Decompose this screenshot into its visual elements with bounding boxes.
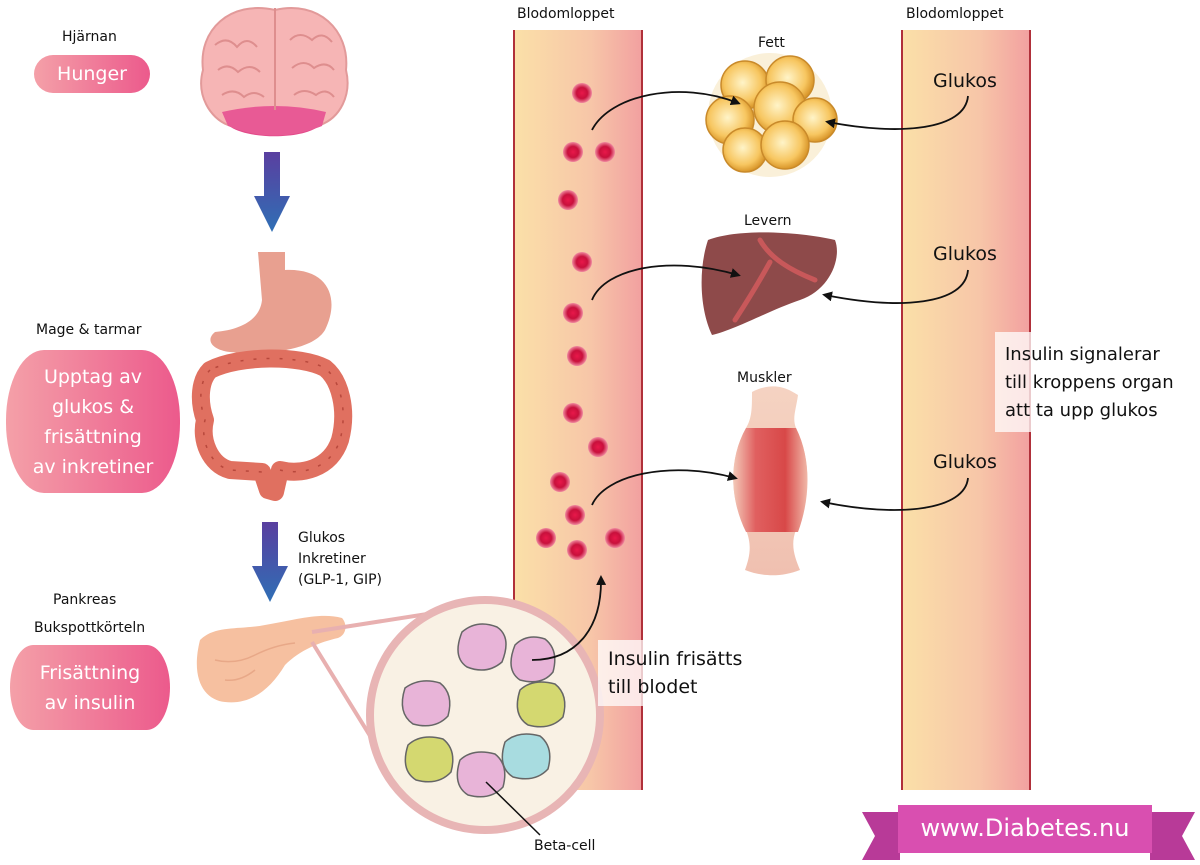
beta-cell-label: Beta-cell	[534, 838, 596, 854]
down-arrow-2	[252, 522, 288, 602]
arrow-glucose-to-fat	[825, 95, 969, 130]
glucose-dot	[565, 505, 585, 525]
islet-of-langerhans	[366, 596, 604, 834]
muscle-label: Muskler	[737, 370, 792, 386]
glucose-dot	[572, 252, 592, 272]
glucose-dot	[550, 472, 570, 492]
glucose-label-muscle: Glukos	[933, 451, 997, 473]
glucose-dot	[563, 303, 583, 323]
glucose-dot	[563, 403, 583, 423]
arrow-blood-to-muscle	[591, 469, 738, 506]
bloodstream-right-label: Blodomloppet	[906, 6, 1004, 22]
arrow-blood-to-liver	[591, 264, 741, 301]
fat-illustration	[705, 53, 838, 177]
down-arrow-1	[254, 152, 290, 232]
glucose-dot	[572, 83, 592, 103]
blood-glucose-dots	[536, 83, 625, 560]
insulin-signal-label: Insulin signalerar till kroppens organ a…	[1005, 344, 1174, 421]
glucose-label-fat: Glukos	[933, 70, 997, 92]
stomach-pill-text: Upptag av glukos & frisättning av inkret…	[32, 365, 154, 478]
stomach-pill: Upptag av glukos & frisättning av inkret…	[6, 350, 180, 493]
arrow-glucose-to-liver	[822, 269, 969, 304]
muscle-illustration	[733, 386, 808, 576]
glucose-dot	[563, 142, 583, 162]
insulin-release-box	[598, 640, 760, 706]
pancreas-pill: Frisättning av insulin	[10, 645, 170, 730]
stomach-intestine-illustration	[191, 252, 353, 501]
glucose-dot	[567, 346, 587, 366]
brain-label: Hjärnan	[62, 29, 117, 45]
liver-label: Levern	[744, 213, 792, 229]
brand-text: www.Diabetes.nu	[920, 814, 1130, 842]
glucose-dot	[558, 190, 578, 210]
brain-illustration	[200, 7, 349, 137]
insulin-release-label: Insulin frisätts till blodet	[608, 648, 743, 698]
fat-label: Fett	[758, 35, 785, 51]
glucose-dot	[567, 540, 587, 560]
liver-illustration	[701, 232, 837, 335]
pancreas-pill-text: Frisättning av insulin	[39, 661, 141, 714]
glucose-dot	[605, 528, 625, 548]
stomach-label: Mage & tarmar	[36, 322, 142, 338]
beta-cell-pointer	[485, 781, 541, 836]
arrow-glucose-to-muscle	[820, 477, 969, 511]
pancreas-illustration	[196, 615, 346, 703]
glucose-dot	[588, 437, 608, 457]
glucose-dot	[536, 528, 556, 548]
bloodstream-left-label: Blodomloppet	[517, 6, 615, 22]
brand-banner	[862, 805, 1195, 860]
pancreas-label: Pankreas Bukspottkörteln	[34, 592, 146, 636]
glucose-label-liver: Glukos	[933, 243, 997, 265]
arrow-beta-to-blood	[531, 575, 607, 661]
hunger-pill: Hunger	[34, 55, 150, 93]
arrow-blood-to-fat	[591, 91, 741, 131]
insulin-signal-box	[995, 332, 1191, 432]
glucose-dot	[595, 142, 615, 162]
signal-label: Glukos Inkretiner (GLP-1, GIP)	[298, 530, 382, 588]
